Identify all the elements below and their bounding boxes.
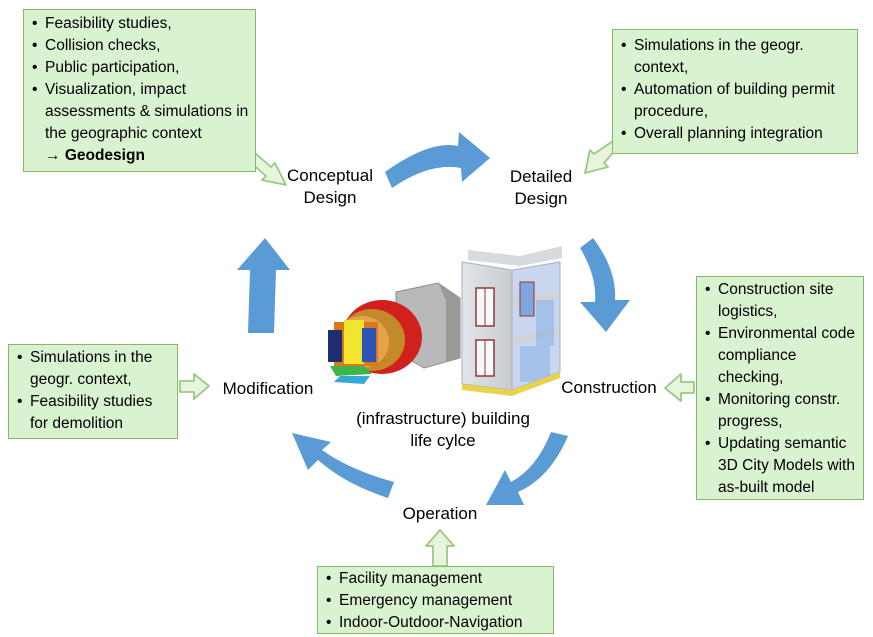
- list-item: Construction site logistics,: [705, 279, 857, 323]
- operation-info-box: Facility management Emergency management…: [317, 566, 554, 634]
- pointer-arrow-modification: [179, 373, 210, 400]
- stage-label-line: Detailed: [509, 167, 573, 186]
- list-item: Simulations in the geogr. context,: [17, 347, 171, 391]
- list-item: Emergency management: [326, 590, 547, 612]
- list-item: Updating semantic 3D City Models with as…: [705, 433, 857, 499]
- cycle-arrow-conceptual-to-detailed: [385, 132, 490, 188]
- construction-info-box: Construction site logistics, Environment…: [696, 276, 864, 500]
- pointer-arrow-operation: [425, 529, 455, 567]
- list-item: Automation of building permit procedure,: [621, 79, 851, 123]
- cycle-arrow-modification-to-conceptual: [237, 238, 290, 333]
- cycle-arrows: [237, 132, 630, 505]
- list-item: Public participation,: [32, 57, 249, 79]
- stage-label-detailed-design: Detailed Design: [496, 166, 586, 210]
- stage-label-conceptual-design: Conceptual Design: [275, 165, 385, 209]
- stage-label-line: Design: [303, 188, 357, 207]
- stage-label-modification: Modification: [222, 379, 314, 398]
- center-label-line: (infrastructure) building: [356, 409, 530, 428]
- tunnel-model-illustration: [328, 282, 461, 384]
- list-item: Indoor-Outdoor-Navigation: [326, 612, 547, 634]
- pointer-arrow-construction: [664, 373, 695, 402]
- right-arrow-icon: →: [45, 147, 61, 164]
- stage-label-operation: Operation: [402, 504, 478, 523]
- list-item: Facility management: [326, 568, 547, 590]
- detailed-design-info-box: Simulations in the geogr. context, Autom…: [612, 29, 858, 154]
- stage-label-construction: Construction: [561, 378, 657, 397]
- geodesign-label: Geodesign: [64, 147, 145, 164]
- list-item: Monitoring constr. progress,: [705, 389, 857, 433]
- cycle-arrow-detailed-to-construction: [580, 238, 630, 332]
- cycle-arrow-operation-to-modification: [292, 433, 394, 498]
- stage-label-line: Conceptual: [286, 166, 373, 185]
- geodesign-conclusion: → Geodesign: [32, 145, 249, 167]
- list-item: Visualization, impact assessments & simu…: [32, 79, 249, 145]
- list-item: Feasibility studies,: [32, 13, 249, 35]
- cycle-arrow-construction-to-operation: [486, 432, 568, 505]
- pointer-arrows: [179, 140, 695, 567]
- modification-info-box: Simulations in the geogr. context, Feasi…: [8, 344, 178, 439]
- stage-label-line: Design: [514, 189, 568, 208]
- list-item: Overall planning integration: [621, 123, 851, 145]
- list-item: Feasibility studies for demolition: [17, 391, 171, 435]
- list-item: Simulations in the geogr. context,: [621, 35, 851, 79]
- center-label-line: life cylce: [410, 431, 476, 450]
- conceptual-design-info-box: Feasibility studies, Collision checks, P…: [23, 9, 256, 172]
- list-item: Collision checks,: [32, 35, 249, 57]
- center-cycle-label: (infrastructure) building life cylce: [325, 408, 561, 452]
- list-item: Environmental code compliance checking,: [705, 323, 857, 389]
- building-model-illustration: [461, 246, 562, 396]
